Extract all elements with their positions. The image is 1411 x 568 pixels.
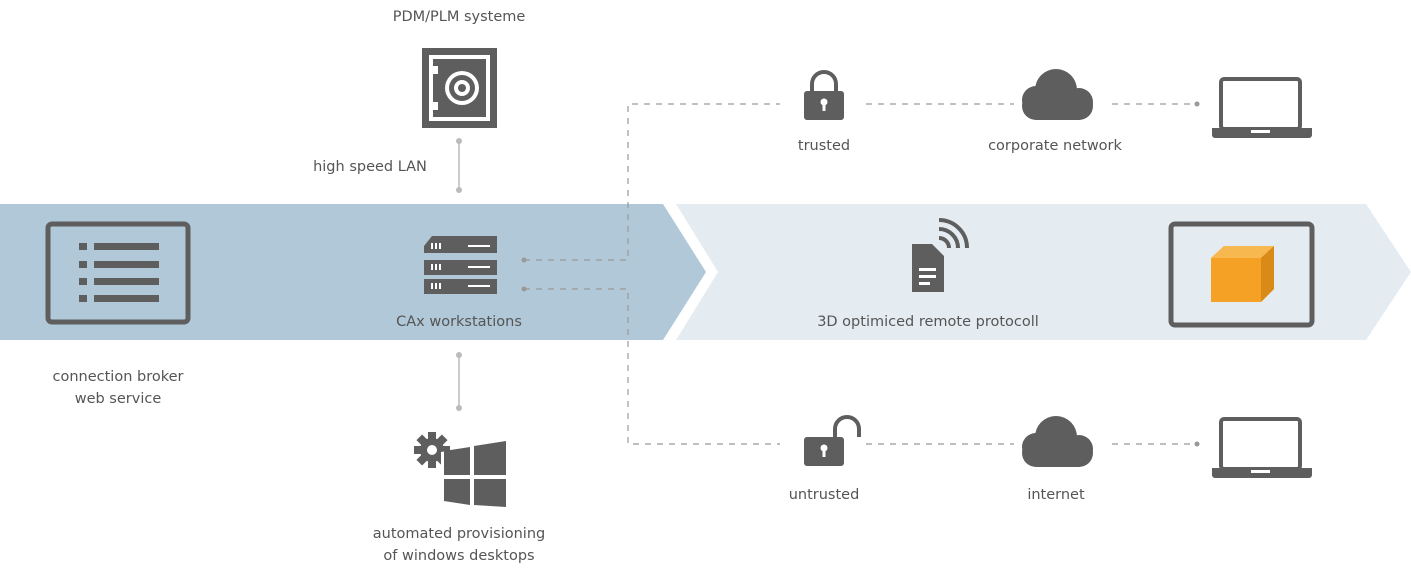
cloud-icon-top xyxy=(1022,69,1093,120)
band-dark xyxy=(0,204,706,340)
list-window-icon xyxy=(45,221,191,325)
windows-gear-icon xyxy=(414,432,506,507)
lan-label: high speed LAN xyxy=(313,159,427,175)
path-endpoints xyxy=(521,101,1200,447)
trusted-path xyxy=(524,103,780,261)
untrusted-path xyxy=(524,288,780,445)
untrusted-label: untrusted xyxy=(788,487,860,503)
network-paths xyxy=(524,103,1197,445)
pdm-label: PDM/PLM systeme xyxy=(392,9,526,25)
protocol-label: 3D optimiced remote protocoll xyxy=(817,314,1039,330)
trusted-label: trusted xyxy=(797,138,851,154)
corporate-network-label: corporate network xyxy=(988,138,1122,154)
broker-label-line1: connection broker xyxy=(52,369,184,385)
band-light xyxy=(676,204,1411,340)
provision-connector xyxy=(456,352,462,411)
lan-connector xyxy=(456,138,462,193)
lock-closed-icon xyxy=(804,70,844,120)
lock-open-icon xyxy=(804,415,861,466)
cloud-icon-bottom xyxy=(1022,416,1093,467)
broker-label-line2: web service xyxy=(74,391,162,407)
internet-label: internet xyxy=(1027,487,1085,503)
server-rack-icon xyxy=(424,236,497,294)
safe-icon xyxy=(422,48,497,128)
wireless-document-icon xyxy=(912,218,969,292)
workstations-label: CAx workstations xyxy=(396,314,522,330)
laptop-icon-bottom xyxy=(1212,417,1312,478)
laptop-icon-top xyxy=(1212,77,1312,138)
provisioning-label-line1: automated provisioning xyxy=(372,526,546,542)
monitor-with-cube-icon xyxy=(1168,221,1315,328)
provisioning-label-line2: of windows desktops xyxy=(383,548,535,564)
